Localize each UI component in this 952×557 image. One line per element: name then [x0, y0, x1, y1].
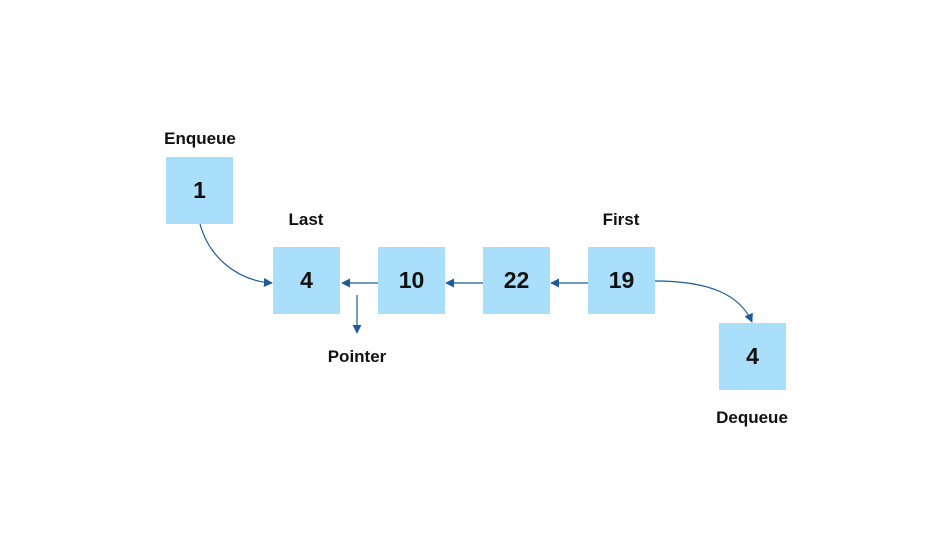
- first-label: First: [602, 210, 640, 229]
- queue-node-last: 4: [273, 247, 340, 314]
- enqueue-node: 1: [166, 157, 233, 224]
- enqueue-label: Enqueue: [164, 129, 236, 148]
- queue-node-first: 19: [588, 247, 655, 314]
- dequeue-label: Dequeue: [716, 408, 788, 427]
- queue-node: 10: [378, 247, 445, 314]
- last-label: Last: [288, 210, 324, 229]
- enqueue-arrow: [199, 223, 273, 287]
- queue-node: 22: [483, 247, 550, 314]
- dequeue-arrow: [654, 280, 753, 323]
- pointer-label: Pointer: [327, 347, 387, 366]
- dequeue-node: 4: [719, 323, 786, 390]
